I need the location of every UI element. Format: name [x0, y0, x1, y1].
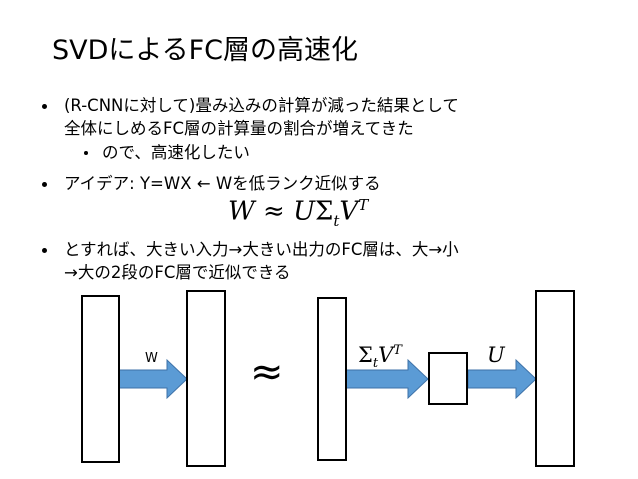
sigma-subscript-t: t	[372, 356, 379, 372]
sub-bullet-dot	[84, 151, 88, 155]
bullet-dot	[42, 248, 47, 253]
output-layer-box	[186, 290, 226, 467]
w-label: W	[145, 351, 158, 366]
formula-u: U	[293, 196, 315, 227]
slide-title: SVDによるFC層の高速化	[52, 35, 358, 66]
approx-symbol: ≈	[250, 349, 284, 395]
small-layer-box	[428, 352, 468, 405]
bullet-text: →大の2段のFC層で近似できる	[64, 263, 291, 282]
formula-approx: ≈	[263, 196, 285, 227]
formula-T: T	[358, 196, 369, 214]
input-layer-box-2	[317, 297, 347, 461]
formula-sigma: Σ	[314, 196, 334, 227]
arrow-w	[118, 358, 188, 400]
svd-formula: W ≈ UΣtVT	[228, 196, 368, 230]
v-symbol: V	[378, 343, 394, 367]
bullet-text: とすれば、大きい入力→大きい出力のFC層は、大→小	[64, 240, 459, 259]
formula-v: V	[339, 196, 359, 227]
arrow-sigma-vt	[345, 358, 429, 400]
v-superscript-t: T	[393, 343, 402, 358]
arrow-u	[467, 358, 537, 400]
formula-w: W	[228, 196, 255, 227]
bullet-text: 全体にしめるFC層の計算量の割合が増えてきた	[64, 119, 414, 138]
input-layer-box	[81, 295, 120, 463]
u-label: U	[487, 343, 505, 367]
sigma-vt-label: ΣtVT	[358, 343, 402, 371]
formula-t: t	[333, 211, 340, 230]
sub-bullet-text: ので、高速化したい	[102, 143, 250, 162]
output-layer-box-2	[535, 290, 575, 467]
bullet-dot	[42, 104, 47, 109]
bullet-text: アイデア: Y=WX ← Wを低ランク近似する	[64, 174, 381, 193]
bullet-text: (R-CNNに対して)畳み込みの計算が減った結果として	[64, 96, 459, 115]
bullet-dot	[42, 182, 47, 187]
sigma-symbol: Σ	[358, 343, 373, 367]
